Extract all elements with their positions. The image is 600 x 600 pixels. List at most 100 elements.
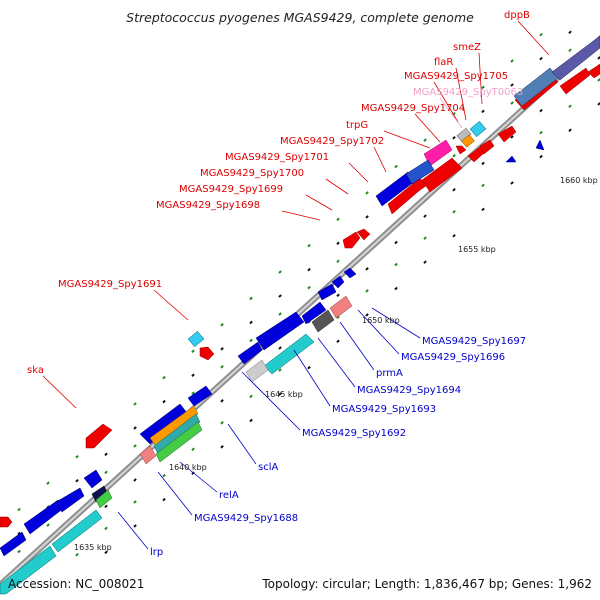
gene-feature-fwd[interactable] [342,231,361,249]
tick-dot [481,109,485,114]
gene-feature-rev[interactable] [405,159,435,185]
tick-dot [75,552,79,557]
gene-label-forward[interactable]: MGAS9429_Spy1691 [58,279,162,290]
gene-feature-pink-lane[interactable] [139,445,157,465]
tick-dot [394,286,398,291]
gene-feature-rev[interactable] [237,341,263,365]
gene-label-forward[interactable]: MGAS9429_Spy1698 [156,200,260,211]
gene-feature-fwd[interactable] [199,346,215,361]
backbone [0,35,600,589]
tick-dot [336,293,340,298]
tick-dot [539,154,543,159]
gene-label-reverse[interactable]: lrp [150,547,163,558]
tick-dot [423,214,427,218]
tick-dot [17,507,21,512]
gene-label-forward[interactable]: flaR [434,57,453,68]
scale-label: 1655 kbp [458,245,496,254]
tick-dot [568,128,572,133]
gene-feature-rev[interactable] [331,275,345,289]
tick-dot [394,262,398,267]
tick-dot [133,524,137,528]
gene-feature-fwd-small[interactable] [455,145,467,155]
tick-dot [75,478,79,483]
gene-feature-green-lane[interactable] [95,489,113,509]
gene-feature-rev[interactable] [505,155,517,163]
gene-label-forward[interactable]: smeZ [453,42,481,53]
gene-feature-cyan-lane[interactable] [51,509,103,553]
gene-label-forward[interactable]: MGAS9429_Spy1705 [404,71,508,82]
leader-line-forward [383,130,431,149]
gene-label-reverse[interactable]: MGAS9429_Spy1696 [401,352,505,363]
tick-dot [481,85,485,90]
gene-label-reverse[interactable]: prmA [376,368,403,379]
gene-label-reverse[interactable]: MGAS9429_Spy1697 [422,336,526,347]
gene-feature-fwd[interactable] [587,63,600,79]
tick-dot [133,478,137,482]
gene-feature-gray-lane[interactable] [245,359,269,383]
gene-feature-orange[interactable] [461,134,475,148]
gene-label-forward[interactable]: MGAS9429_Spy1700 [200,168,304,179]
gene-feature-cyan[interactable] [469,120,487,138]
gene-label-forward[interactable]: MGAS9429_Spy1701 [225,152,329,163]
leader-line-reverse [293,349,331,407]
gene-feature-rev[interactable] [55,487,85,513]
gene-label-reverse[interactable]: MGAS9429_Spy1688 [194,513,298,524]
gene-feature-rev[interactable] [535,139,545,151]
leader-line-forward [455,67,467,121]
leader-line-reverse [357,309,400,355]
tick-dot [307,243,311,248]
gene-feature-rev[interactable] [301,301,327,325]
gene-feature-fwd[interactable] [356,228,371,241]
gene-feature-orange-lane[interactable] [149,405,199,447]
gene-feature-fwd[interactable] [559,67,591,95]
tick-dot [336,259,340,264]
gene-feature-rev[interactable] [343,267,357,279]
gene-label-reverse[interactable]: MGAS9429_Spy1693 [332,404,436,415]
gene-feature-cyan-lane[interactable] [0,545,57,595]
tick-dot [568,48,572,53]
tick-dot [249,296,253,301]
tick-dot [365,191,369,195]
gene-label-forward[interactable]: ska [27,365,44,376]
gene-feature-navy[interactable] [551,35,600,81]
tick-dot [162,399,166,404]
gene-feature-fwd[interactable] [0,516,13,528]
gene-feature-green-lane[interactable] [155,421,203,463]
gene-label-reverse[interactable]: MGAS9429_Spy1694 [357,385,461,396]
gene-feature-rev[interactable] [187,385,213,407]
leader-line-forward [414,113,441,143]
tick-dot [191,349,195,353]
tick-dot [278,270,282,274]
tick-dot [481,183,485,188]
gene-feature-rev[interactable] [0,531,27,557]
gene-label-reverse[interactable]: MGAS9429_Spy1692 [302,428,406,439]
leader-line-reverse [339,321,375,371]
gene-feature-fwd[interactable] [85,423,113,449]
gene-label-forward[interactable]: MGAS9429_Spy1704 [361,103,465,114]
gene-label-forward[interactable]: MGAS9429_Spy1699 [179,184,283,195]
gene-feature-teal-lane[interactable] [153,413,201,455]
gene-feature-rev[interactable] [317,283,337,301]
gene-label-forward[interactable]: dppB [504,10,530,21]
gene-feature-rev[interactable] [255,311,305,351]
gene-feature-gray-lane[interactable] [311,309,335,333]
gene-label-forward[interactable]: trpG [346,120,368,131]
tick-dot [191,373,195,377]
gene-label-reverse[interactable]: relA [219,490,239,501]
gene-label-reverse[interactable]: sclA [258,462,278,473]
gene-label-forward[interactable]: MGAS9429_SpyT0063 [413,87,523,98]
gene-feature-fwd[interactable] [421,157,463,193]
tick-dot [17,549,21,554]
gene-feature-cyan[interactable] [187,330,205,348]
gene-feature-fwd[interactable] [479,139,495,155]
gene-feature-pink-lane[interactable] [329,295,353,319]
gene-feature-rev[interactable] [83,469,103,489]
tick-dot [307,365,311,370]
gene-feature-cyan-lane[interactable] [263,333,315,375]
tick-dot [394,164,398,169]
scale-label: 1635 kbp [74,543,112,552]
gene-feature-fwd[interactable] [497,125,517,143]
gene-label-forward[interactable]: MGAS9429_Spy1702 [280,136,384,147]
